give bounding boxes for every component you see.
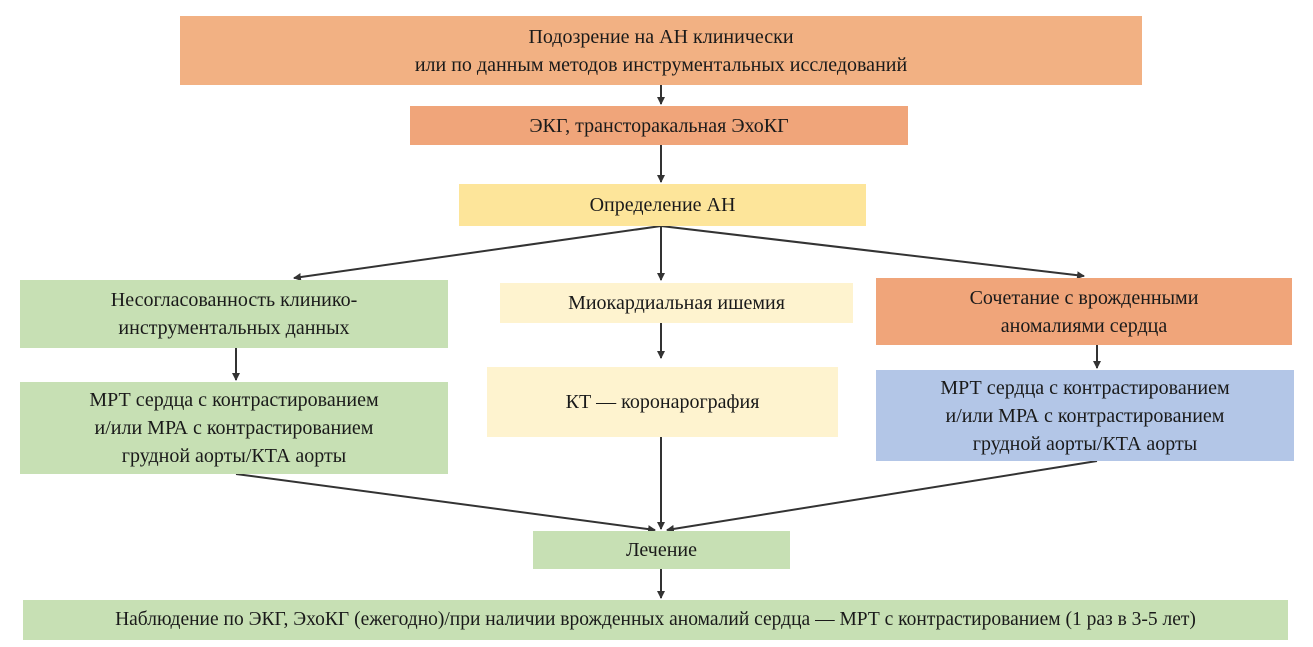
arrow-definition-to-inconsistency bbox=[293, 225, 662, 281]
node-congenital-text: Сочетание с врожденными аномалиями сердц… bbox=[969, 286, 1199, 337]
node-suspicion: Подозрение на АН клинически или по данны… bbox=[180, 16, 1142, 85]
node-followup-text: Наблюдение по ЭКГ, ЭхоКГ (ежегодно)/при … bbox=[115, 609, 1196, 630]
arrow-definition-to-congenital bbox=[660, 225, 1085, 280]
node-congenital: Сочетание с врожденными аномалиями сердц… bbox=[876, 278, 1292, 345]
arrow-mri-right-to-treatment bbox=[666, 460, 1098, 533]
node-ct-text: КТ — коронарография bbox=[565, 391, 760, 413]
node-followup: Наблюдение по ЭКГ, ЭхоКГ (ежегодно)/при … bbox=[23, 600, 1288, 640]
node-treatment-text: Лечение bbox=[625, 539, 698, 561]
node-definition: Определение АН bbox=[459, 184, 866, 226]
node-definition-text: Определение АН bbox=[589, 194, 736, 216]
arrow-mri-left-to-treatment bbox=[235, 473, 656, 534]
node-inconsistency: Несогласованность клинико- инструменталь… bbox=[20, 280, 448, 348]
node-mri-left-text: МРТ сердца с контрастированием и/или МРА… bbox=[89, 389, 379, 467]
node-mri-left: МРТ сердца с контрастированием и/или МРА… bbox=[20, 382, 448, 474]
node-ecg-echo-text: ЭКГ, трансторакальная ЭхоКГ bbox=[529, 114, 789, 137]
node-ct: КТ — коронарография bbox=[487, 367, 838, 437]
node-ecg-echo: ЭКГ, трансторакальная ЭхоКГ bbox=[410, 106, 908, 145]
node-suspicion-text: Подозрение на АН клинически или по данны… bbox=[414, 25, 908, 76]
node-ischemia: Миокардиальная ишемия bbox=[500, 283, 853, 323]
node-mri-right: МРТ сердца с контрастированием и/или МРА… bbox=[876, 370, 1294, 461]
node-inconsistency-text: Несогласованность клинико- инструменталь… bbox=[110, 289, 358, 339]
node-treatment: Лечение bbox=[533, 531, 790, 569]
node-mri-right-text: МРТ сердца с контрастированием и/или МРА… bbox=[940, 376, 1230, 455]
node-ischemia-text: Миокардиальная ишемия bbox=[568, 292, 785, 314]
